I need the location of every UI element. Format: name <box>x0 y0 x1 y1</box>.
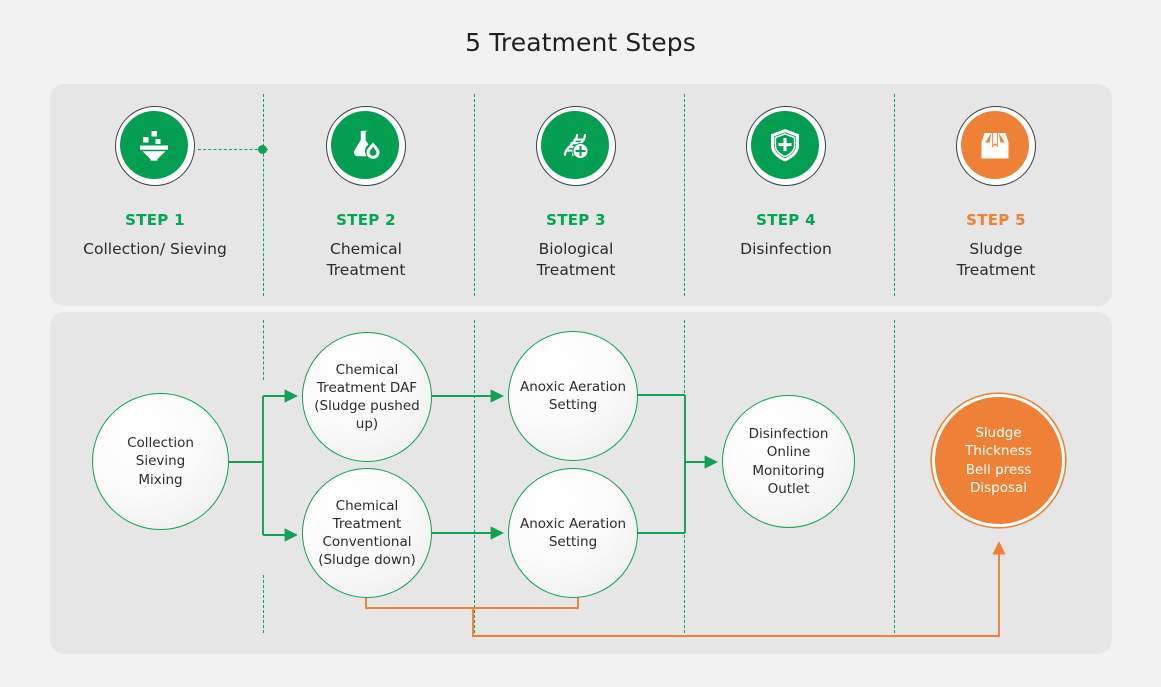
step-4-name: Disinfection <box>740 240 832 258</box>
shield-plus-icon <box>751 111 819 179</box>
step-column-3[interactable]: STEP 3 Biological Treatment <box>471 84 681 306</box>
step-4-key: STEP 4 <box>756 211 816 229</box>
steps-panel: STEP 1 Collection/ Sieving STEP 2 Chemic… <box>50 84 1112 306</box>
flow-node-chemical-daf-label: Chemical Treatment DAF (Sludge pushed up… <box>314 361 420 433</box>
step-3-name: Biological Treatment <box>536 240 616 279</box>
step-column-5[interactable]: STEP 5 Sludge Treatment <box>891 84 1101 306</box>
flow-node-disinfection-label: Disinfection Online Monitoring Outlet <box>748 426 829 497</box>
step-column-4[interactable]: STEP 4 Disinfection <box>681 84 891 306</box>
column-separator-3 <box>684 94 685 296</box>
package-box-icon <box>961 111 1029 179</box>
flow-separator-1-upper <box>263 320 264 380</box>
step-1-name: Collection/ Sieving <box>83 240 227 258</box>
step-3-key: STEP 3 <box>546 211 606 229</box>
step-2-badge <box>326 106 406 186</box>
flow-node-collection[interactable]: Collection Sieving Mixing <box>92 393 229 530</box>
step-column-1[interactable]: STEP 1 Collection/ Sieving <box>50 84 260 306</box>
step-1-badge <box>115 106 195 186</box>
step-5-key: STEP 5 <box>966 211 1026 229</box>
dna-plus-icon <box>541 111 609 179</box>
step-column-2[interactable]: STEP 2 Chemical Treatment <box>261 84 471 306</box>
flow-node-chemical-daf[interactable]: Chemical Treatment DAF (Sludge pushed up… <box>302 332 432 462</box>
flow-node-sludge-label: Sludge Thickness Bell press Disposal <box>965 425 1032 496</box>
sieve-funnel-icon <box>120 111 188 179</box>
flow-node-chemical-conventional[interactable]: Chemical Treatment Conventional (Sludge … <box>302 468 432 598</box>
flow-node-anoxic-aeration-1-label: Anoxic Aeration Setting <box>519 378 627 413</box>
step-4-badge <box>746 106 826 186</box>
flow-node-anoxic-aeration-1[interactable]: Anoxic Aeration Setting <box>508 331 638 461</box>
step-5-badge <box>956 106 1036 186</box>
flow-node-disinfection[interactable]: Disinfection Online Monitoring Outlet <box>722 395 855 528</box>
flow-node-anoxic-aeration-2[interactable]: Anoxic Aeration Setting <box>508 468 638 598</box>
column-separator-4 <box>894 94 895 296</box>
step-3-badge <box>536 106 616 186</box>
flow-node-anoxic-aeration-2-label: Anoxic Aeration Setting <box>519 515 627 550</box>
flow-separator-2 <box>474 320 475 633</box>
step-2-name: Chemical Treatment <box>326 240 406 279</box>
flask-droplet-icon <box>331 111 399 179</box>
step-link-dashed <box>198 149 268 150</box>
flow-node-chemical-conventional-label: Chemical Treatment Conventional (Sludge … <box>318 497 416 569</box>
page-title: 5 Treatment Steps <box>465 28 696 57</box>
flow-separator-3 <box>684 320 685 633</box>
flow-separator-4 <box>894 320 895 633</box>
column-separator-1 <box>263 94 264 296</box>
step-link-node-dot <box>258 145 267 154</box>
column-separator-2 <box>474 94 475 296</box>
flow-node-sludge[interactable]: Sludge Thickness Bell press Disposal <box>932 394 1065 527</box>
step-2-key: STEP 2 <box>336 211 396 229</box>
flow-separator-1-lower <box>263 575 264 633</box>
step-1-key: STEP 1 <box>125 211 185 229</box>
flow-node-collection-label: Collection Sieving Mixing <box>127 435 194 488</box>
step-5-name: Sludge Treatment <box>956 240 1036 279</box>
